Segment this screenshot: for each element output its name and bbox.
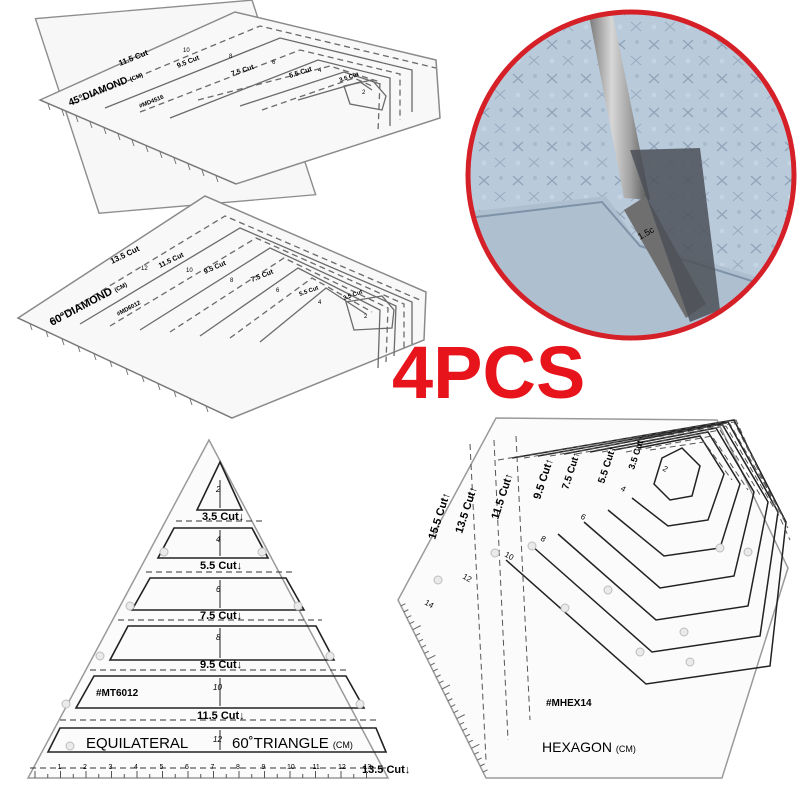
diamond-60-size-10: 10 <box>186 268 193 274</box>
triangle-code: #MT6012 <box>96 688 139 699</box>
triangle-ruler: 3.5 Cut↓ 5.5 Cut↓ 7.5 Cut↓ 9.5 Cut↓ 11.5… <box>26 438 410 779</box>
hexagon-scale-tick <box>441 684 451 690</box>
hexagon-scale-tick <box>400 603 406 607</box>
triangle-scale-number: 13 <box>364 764 372 771</box>
hexagon-scale-tick <box>450 704 456 708</box>
triangle-scale-number: 8 <box>236 764 240 771</box>
hexagon-scale-tick <box>476 757 482 761</box>
hexagon-name: HEXAGON (CM) <box>542 739 636 755</box>
hexagon-scale-tick <box>421 644 427 648</box>
triangle-cut-3-5: 3.5 Cut↓ <box>202 511 244 523</box>
hexagon-ruler-scale <box>400 603 488 773</box>
hexagon-scale-tick <box>432 668 438 672</box>
hexagon-size-2: 2 <box>661 464 670 474</box>
triangle-scale-number: 1 <box>58 764 62 771</box>
triangle-scale-number: 10 <box>287 764 295 771</box>
hexagon-scale-tick <box>444 692 450 696</box>
hexagon-scale-tick <box>418 638 424 642</box>
triangle-cut-7-5: 7.5 Cut↓ <box>200 610 242 622</box>
diamond-45-size-4: 4 <box>318 68 322 74</box>
triangle-size-2: 2 <box>215 485 221 494</box>
hexagon-scale-tick <box>412 625 421 631</box>
hexagon-scale-tick <box>409 621 415 625</box>
diamond-60-size-8: 8 <box>230 278 234 284</box>
diamond-45-size-6: 6 <box>272 60 276 66</box>
triangle-word-equilateral: EQUILATERAL <box>86 735 188 752</box>
hexagon-scale-tick <box>474 751 479 755</box>
triangle-size-10: 10 <box>213 683 222 692</box>
triangle-cut-5-5: 5.5 Cut↓ <box>200 560 242 572</box>
hexagon-plate <box>397 417 789 779</box>
triangle-scale-number: 9 <box>262 764 266 771</box>
hexagon-scale-tick <box>462 727 468 731</box>
diamond-45-size-2: 2 <box>362 90 366 96</box>
triangle-scale-number: 11 <box>313 764 320 771</box>
diamond-60-size-12: 12 <box>141 266 148 272</box>
triangle-scale-number: 2 <box>83 764 87 771</box>
triangle-size-12: 12 <box>213 735 222 744</box>
hexagon-scale-tick <box>430 662 435 666</box>
hexagon-scale-tick <box>465 733 471 737</box>
hexagon-scale-tick <box>427 654 436 660</box>
hexagon-scale-tick <box>406 615 412 619</box>
hexagon-scale-tick <box>403 609 409 613</box>
hexagon-ruler: 15.5 Cut↑ 13.5 Cut↑ 11.5 Cut↑ 9.5 Cut↑ 7… <box>397 417 791 779</box>
diamond-45-guides <box>71 25 437 133</box>
diamond-60-size-2: 2 <box>364 314 368 320</box>
hexagon-scale-tick <box>459 721 465 726</box>
hexagon-size-4: 4 <box>619 484 628 494</box>
hexagon-scale-tick <box>471 743 480 749</box>
triangle-cut-lines <box>30 520 386 769</box>
diamond-45-size-10: 10 <box>183 48 190 54</box>
triangle-scale-number: 7 <box>211 764 215 771</box>
hexagon-scale-tick <box>438 680 444 684</box>
triangle-size-4: 4 <box>216 535 221 544</box>
diamond-45-size-8: 8 <box>229 54 233 60</box>
hexagon-scale-tick <box>479 763 485 767</box>
hexagon-scale-tick <box>447 698 453 702</box>
triangle-cut-13-5: 13.5 Cut↓ <box>362 764 410 776</box>
diamond-45-scale-ticks <box>47 103 219 183</box>
triangle-scale-number: 12 <box>338 764 346 771</box>
diamond-60-size-4: 4 <box>318 300 322 306</box>
hexagon-scale-tick <box>415 632 421 637</box>
fabric-cutting-photo: 1.5c <box>465 9 797 341</box>
diamond-45-cut-3-5: 3.5 Cut <box>339 72 360 84</box>
triangle-scale-number: 5 <box>160 764 164 771</box>
headline: 4PCS <box>392 331 585 414</box>
diamond-60-size-6: 6 <box>276 288 280 294</box>
triangle-size-8: 8 <box>216 633 221 642</box>
triangle-size-6: 6 <box>216 585 221 594</box>
hexagon-scale-tick <box>482 769 488 773</box>
triangle-scale-number: 6 <box>185 764 189 771</box>
diamond-60-scale <box>17 317 233 419</box>
hexagon-scale-tick <box>424 650 430 654</box>
triangle-scale-number: 4 <box>134 764 138 771</box>
hexagon-size-8: 8 <box>539 534 548 544</box>
triangle-cut-9-5: 9.5 Cut↓ <box>200 659 242 671</box>
photo-border <box>465 9 797 341</box>
hexagon-scale-tick <box>435 674 441 678</box>
diamond-60-scale-ticks <box>29 323 209 413</box>
hexagon-cut-lines <box>469 419 791 761</box>
hexagon-scale-tick <box>453 710 459 714</box>
hexagon-holes <box>433 541 753 667</box>
triangle-word-triangle: 60˚TRIANGLE (CM) <box>232 735 353 752</box>
hexagon-scale-tick <box>456 714 465 720</box>
triangle-cut-11-5: 11.5 Cut↓ <box>197 710 245 722</box>
diamond-60-guides <box>49 215 421 369</box>
hexagon-size-6: 6 <box>579 512 588 522</box>
triangle-holes <box>61 547 365 751</box>
triangle-bands <box>46 527 388 753</box>
triangle-inner-2 <box>195 460 244 511</box>
diamond-45-scale <box>39 99 237 185</box>
triangle-scale-number: 3 <box>109 764 113 771</box>
hexagon-scale-tick <box>468 739 474 743</box>
hexagon-code: #MHEX14 <box>546 698 592 709</box>
